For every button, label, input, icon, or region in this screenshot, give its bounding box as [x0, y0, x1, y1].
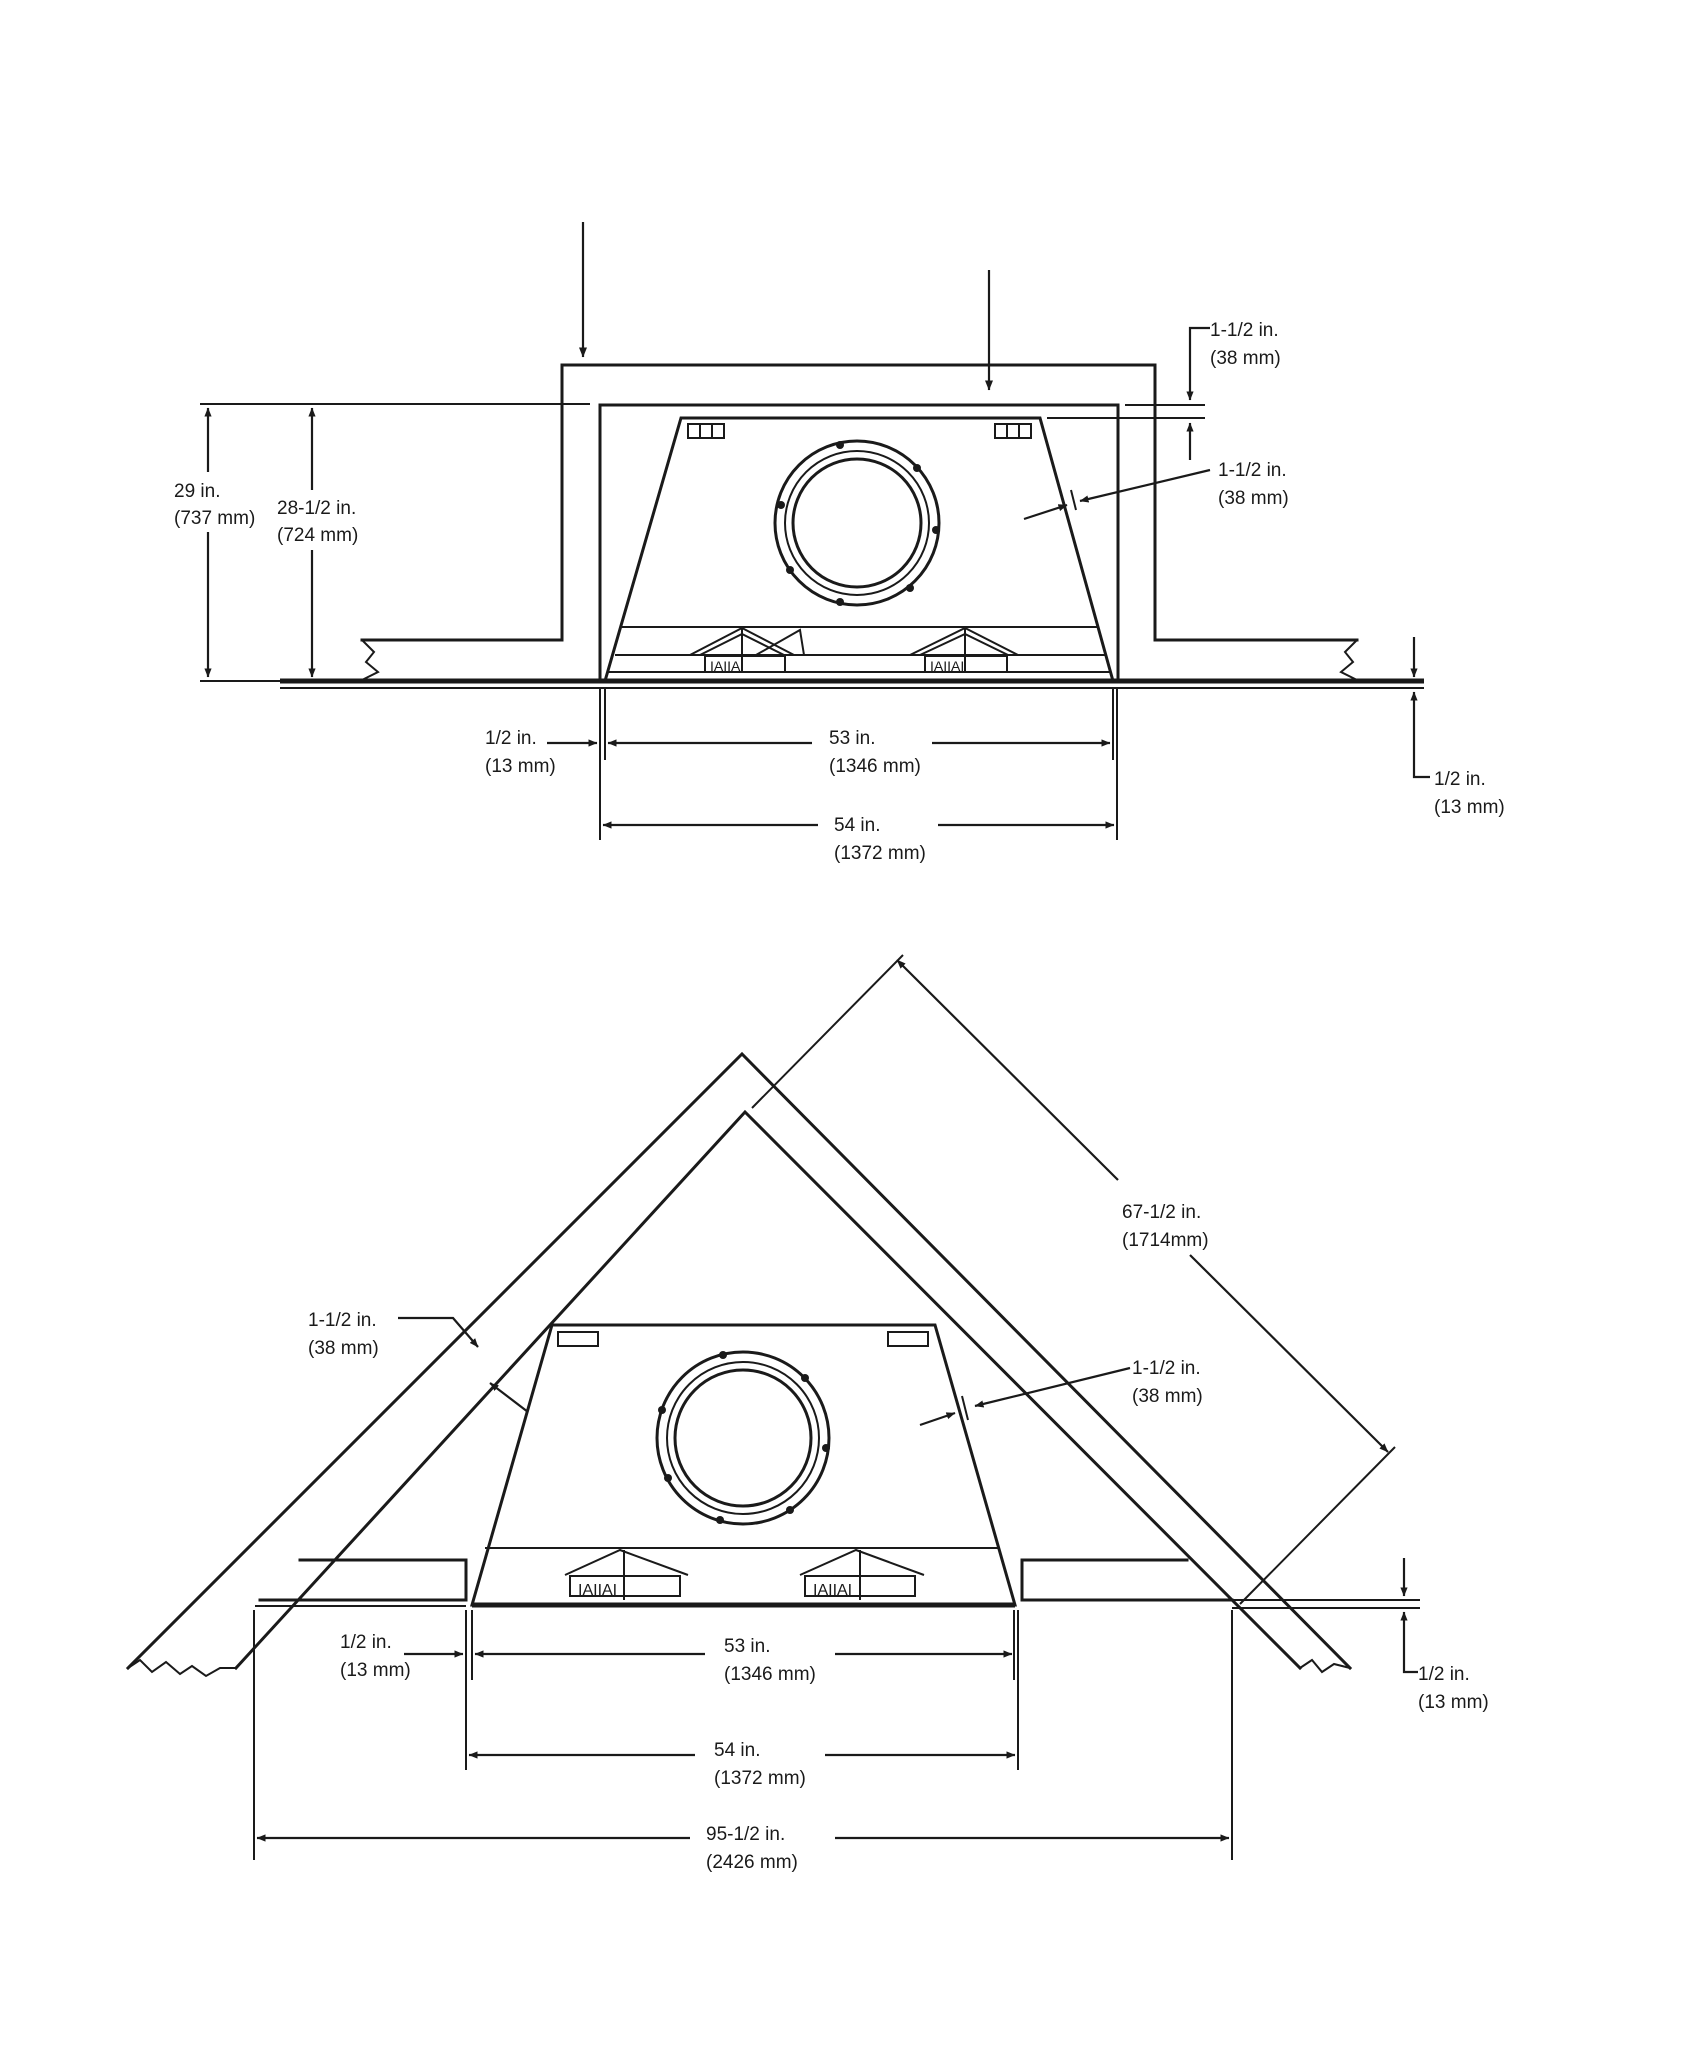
right-gap-dimension: 1-1/2 in. (38 mm)	[919, 1358, 1203, 1427]
floor-offset-mm: (13 mm)	[1434, 797, 1505, 818]
bottom-floor-offset-mm: (13 mm)	[1418, 1692, 1489, 1713]
bottom-inner-width-in: 53 in.	[724, 1636, 770, 1657]
louver-icon: IAIIAI	[799, 1548, 925, 1600]
left-offset-mm: (13 mm)	[485, 756, 556, 777]
bottom-outer-width-mm: (1372 mm)	[714, 1768, 806, 1789]
bottom-inner-width-mm: (1346 mm)	[724, 1664, 816, 1685]
bottom-floor-offset-in: 1/2 in.	[1418, 1664, 1470, 1685]
top-framing	[280, 363, 1424, 689]
height-outer-mm: (737 mm)	[174, 508, 255, 529]
bottom-view: IAIIAI IAIIAI 67-1/2 in. (1714mm) 1-1/2 …	[125, 954, 1489, 1878]
left-offset-in: 1/2 in.	[485, 728, 537, 749]
bottom-left-offset-mm: (13 mm)	[340, 1660, 411, 1681]
height-inner-in: 28-1/2 in.	[277, 498, 356, 519]
height-inner-mm: (724 mm)	[277, 525, 358, 546]
total-width-mm: (2426 mm)	[706, 1852, 798, 1873]
left-gap-dimension: 1-1/2 in. (38 mm)	[308, 1310, 529, 1413]
fireplace-unit-bottom: IAIIAI IAIIAI	[470, 1323, 1017, 1607]
mounting-tab-icon	[994, 423, 1032, 439]
svg-text:IAIIAI: IAIIAI	[578, 1582, 617, 1599]
top-gap-in: 1-1/2 in.	[1210, 320, 1279, 341]
svg-text:IAIIAI: IAIIAI	[710, 658, 744, 674]
vent-flue-icon	[773, 439, 941, 607]
svg-text:IAIIAI: IAIIAI	[813, 1582, 852, 1599]
louver-icon: IAIIAI	[689, 626, 805, 674]
svg-text:IAIIAI: IAIIAI	[930, 658, 964, 674]
side-gap-in: 1-1/2 in.	[1218, 460, 1287, 481]
right-gap-mm: (38 mm)	[1132, 1386, 1203, 1407]
floor-offset-dimension-top: 1/2 in. (13 mm)	[1410, 637, 1505, 818]
louver-icon: IAIIAI	[564, 1548, 689, 1600]
left-gap-mm: (38 mm)	[308, 1338, 379, 1359]
width-dimensions-top: 1/2 in. (13 mm) 53 in. (1346 mm) 54 in. …	[485, 688, 1118, 866]
bottom-outer-width-in: 54 in.	[714, 1740, 760, 1761]
diagonal-mm: (1714mm)	[1122, 1230, 1209, 1251]
mounting-tab-icon	[687, 423, 725, 439]
vent-flue-icon	[655, 1350, 831, 1526]
inner-width-in: 53 in.	[829, 728, 875, 749]
top-gap-mm: (38 mm)	[1210, 348, 1281, 369]
total-width-in: 95-1/2 in.	[706, 1824, 785, 1845]
outer-width-mm: (1372 mm)	[834, 843, 926, 864]
diagonal-in: 67-1/2 in.	[1122, 1202, 1201, 1223]
width-dimensions-bottom: 1/2 in. (13 mm) 53 in. (1346 mm) 54 in. …	[253, 1610, 1233, 1878]
outer-width-in: 54 in.	[834, 815, 880, 836]
right-gap-in: 1-1/2 in.	[1132, 1358, 1201, 1379]
bottom-left-offset-in: 1/2 in.	[340, 1632, 392, 1653]
top-gap-dimension: 1-1/2 in. (38 mm)	[1047, 320, 1281, 460]
top-view: IAIIAI IAIIAI 29 in. (737 mm) 28-1/2 in.…	[170, 222, 1505, 866]
side-gap-dimension: 1-1/2 in. (38 mm)	[1023, 460, 1289, 521]
inner-width-mm: (1346 mm)	[829, 756, 921, 777]
mounting-tab-icon	[557, 1331, 599, 1347]
mounting-tab-icon	[887, 1331, 929, 1347]
side-gap-mm: (38 mm)	[1218, 488, 1289, 509]
floor-offset-dimension-bottom: 1/2 in. (13 mm)	[1400, 1558, 1489, 1713]
louver-icon: IAIIAI	[909, 626, 1019, 674]
left-gap-in: 1-1/2 in.	[308, 1310, 377, 1331]
height-outer-in: 29 in.	[174, 481, 220, 502]
floor-offset-in: 1/2 in.	[1434, 769, 1486, 790]
corner-framing	[125, 1051, 1420, 1678]
height-dimensions: 29 in. (737 mm) 28-1/2 in. (724 mm)	[170, 403, 590, 682]
fireplace-unit-top: IAIIAI IAIIAI	[603, 416, 1115, 683]
diagonal-dimension: 67-1/2 in. (1714mm)	[751, 954, 1396, 1605]
